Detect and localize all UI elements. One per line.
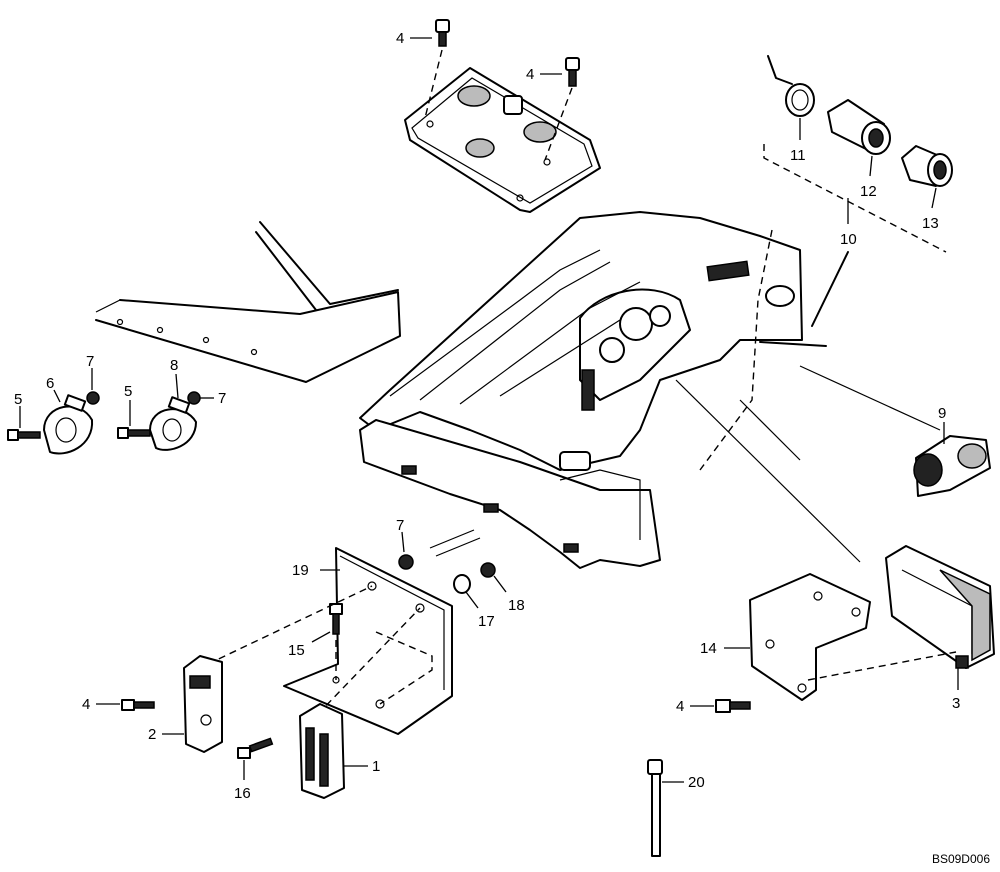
- callout-label: 7: [396, 517, 404, 534]
- socket-12: [827, 99, 891, 155]
- callout-label: 1: [372, 758, 380, 775]
- nut-7c: [398, 554, 414, 570]
- clamp-8: [149, 396, 197, 451]
- cable-mid: [739, 399, 801, 461]
- callout-label: 5: [124, 383, 132, 400]
- socket-11: [767, 55, 815, 117]
- callout-label: 16: [234, 785, 251, 802]
- cable-dashed: [699, 229, 773, 471]
- nut-7b: [187, 391, 201, 405]
- relay-1: [299, 703, 345, 799]
- nut-18: [480, 562, 496, 578]
- callout-label: 4: [82, 696, 90, 713]
- cable-10b: [759, 341, 827, 347]
- screw-15: [329, 603, 343, 680]
- nut-7a: [86, 391, 100, 405]
- callout-label: 7: [86, 353, 94, 370]
- callout-label: 18: [508, 597, 525, 614]
- callout-label: 20: [688, 774, 705, 791]
- callout-label: 5: [14, 391, 22, 408]
- relay-2: [183, 655, 223, 753]
- callout-label: 6: [46, 375, 54, 392]
- callout-label: 14: [700, 640, 717, 657]
- bracket-10: [763, 144, 947, 253]
- console-cover: [359, 211, 803, 569]
- bracket-14: [749, 573, 871, 701]
- callout-label: 9: [938, 405, 946, 422]
- callout-label: 2: [148, 726, 156, 743]
- bolt-4c: [121, 699, 155, 711]
- callout-label: 4: [676, 698, 684, 715]
- bolt-5b: [117, 427, 151, 439]
- cable-10a: [811, 251, 849, 327]
- frame-member: [95, 221, 401, 383]
- align-line-14: [807, 651, 957, 681]
- callout-label: 7: [218, 390, 226, 407]
- callout-label: 17: [478, 613, 495, 630]
- callout-label: 13: [922, 215, 939, 232]
- callout-label: 4: [396, 30, 404, 47]
- switch-plate: [404, 67, 601, 213]
- screw-top-left: [424, 19, 450, 119]
- clamp-6: [43, 394, 94, 455]
- cable-tie-20: [647, 759, 663, 857]
- callout-label: 3: [952, 695, 960, 712]
- callout-label: 10: [840, 231, 857, 248]
- drawing-reference-code: BS09D006: [931, 852, 990, 866]
- callout-label: 8: [170, 357, 178, 374]
- control-module-3: [885, 545, 995, 669]
- callout-label: 11: [790, 147, 806, 164]
- callout-label: 4: [526, 66, 534, 83]
- rotary-switch-9: [913, 435, 991, 497]
- align-line-1: [317, 607, 421, 715]
- bolt-4d: [715, 699, 751, 713]
- callout-label: 15: [288, 642, 305, 659]
- screw-16: [237, 737, 274, 759]
- align-line-2: [207, 585, 373, 665]
- cable-long: [675, 379, 861, 563]
- callouts: 4 4 11 12 13 10 7 6 5 5 8 7 9 7 19 18 17…: [14, 30, 960, 802]
- socket-13: [901, 145, 953, 187]
- cable-9: [799, 365, 941, 431]
- callout-label: 12: [860, 183, 877, 200]
- callout-label: 19: [292, 562, 309, 579]
- screw-top-right: [544, 57, 580, 161]
- bracket-19: [283, 547, 453, 735]
- bolt-5a: [7, 429, 41, 441]
- washer-17: [453, 574, 471, 594]
